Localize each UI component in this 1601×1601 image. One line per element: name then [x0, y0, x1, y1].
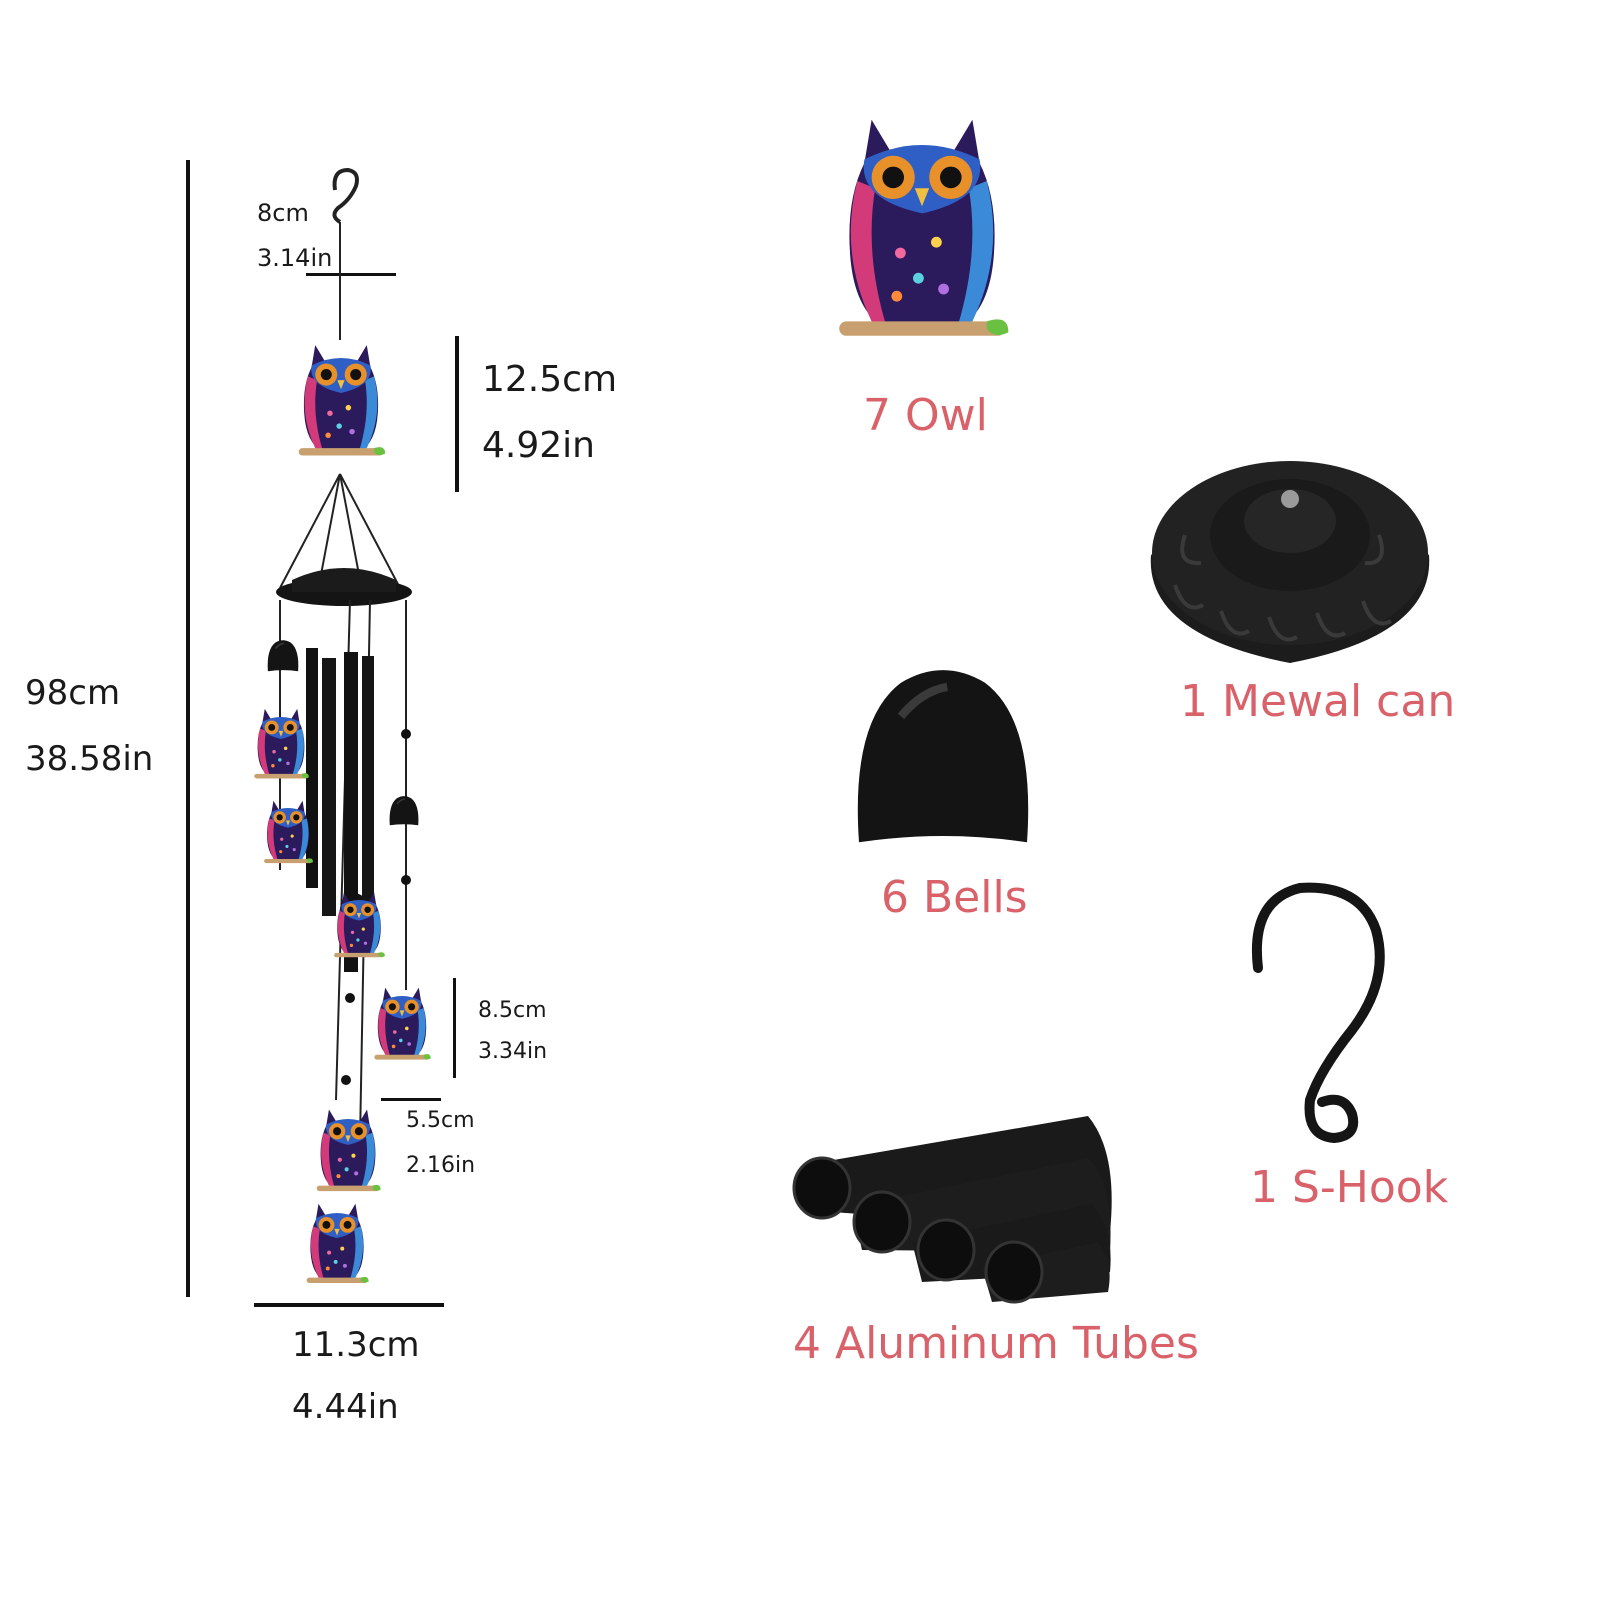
- tube-icon: [362, 656, 374, 946]
- small-owl-height-line: [453, 978, 456, 1078]
- small-owl-height-in: 3.34in: [478, 1039, 548, 1064]
- chime-width-line: [254, 1303, 444, 1307]
- bell-part-image: [838, 652, 1048, 852]
- owl-icon: [316, 1109, 381, 1192]
- tubes-part-label: 4 Aluminum Tubes: [793, 1318, 1199, 1369]
- top-owl-height-cm: 12.5cm: [482, 359, 618, 400]
- bell-icon: [266, 639, 300, 672]
- owl-icon: [374, 987, 431, 1060]
- top-owl-icon: [298, 345, 386, 456]
- total-length-cm: 98cm: [25, 673, 121, 713]
- owl-icon: [264, 800, 313, 864]
- small-owl-width-in: 2.16in: [406, 1153, 476, 1178]
- bells-part-label: 6 Bells: [881, 872, 1028, 923]
- s-hook-part-label: 1 S-Hook: [1250, 1162, 1449, 1213]
- wind-chime-image: [254, 167, 431, 1283]
- s-hook-part-image: [1252, 882, 1385, 1144]
- owl-icon: [306, 1203, 369, 1283]
- small-owl-height-cm: 8.5cm: [478, 998, 547, 1023]
- total-length-line: [186, 160, 190, 1297]
- top-owl-height-line: [455, 336, 459, 492]
- owl-icon: [254, 708, 309, 779]
- chime-width-in: 4.44in: [292, 1387, 399, 1427]
- tube-icon: [322, 658, 336, 916]
- total-length-in: 38.58in: [25, 739, 154, 779]
- s-hook-small-icon: [332, 167, 359, 224]
- bell-icon: [388, 795, 420, 826]
- hook-length-line: [306, 273, 396, 276]
- metal-cap-image: [1150, 461, 1430, 663]
- hook-length-cm: 8cm: [257, 199, 309, 227]
- tubes-part-image: [792, 1116, 1112, 1304]
- small-owl-width-cm: 5.5cm: [406, 1108, 475, 1133]
- small-owl-width-line: [381, 1098, 441, 1101]
- owl-part-label: 7 Owl: [863, 390, 988, 441]
- metal-cap-label: 1 Mewal can: [1180, 676, 1456, 727]
- chime-width-cm: 11.3cm: [292, 1325, 420, 1365]
- tube-icon: [344, 652, 358, 972]
- hook-length-in: 3.14in: [257, 244, 333, 272]
- top-owl-height-in: 4.92in: [482, 425, 595, 466]
- tube-icon: [306, 648, 318, 888]
- owl-part-image: [839, 119, 1009, 336]
